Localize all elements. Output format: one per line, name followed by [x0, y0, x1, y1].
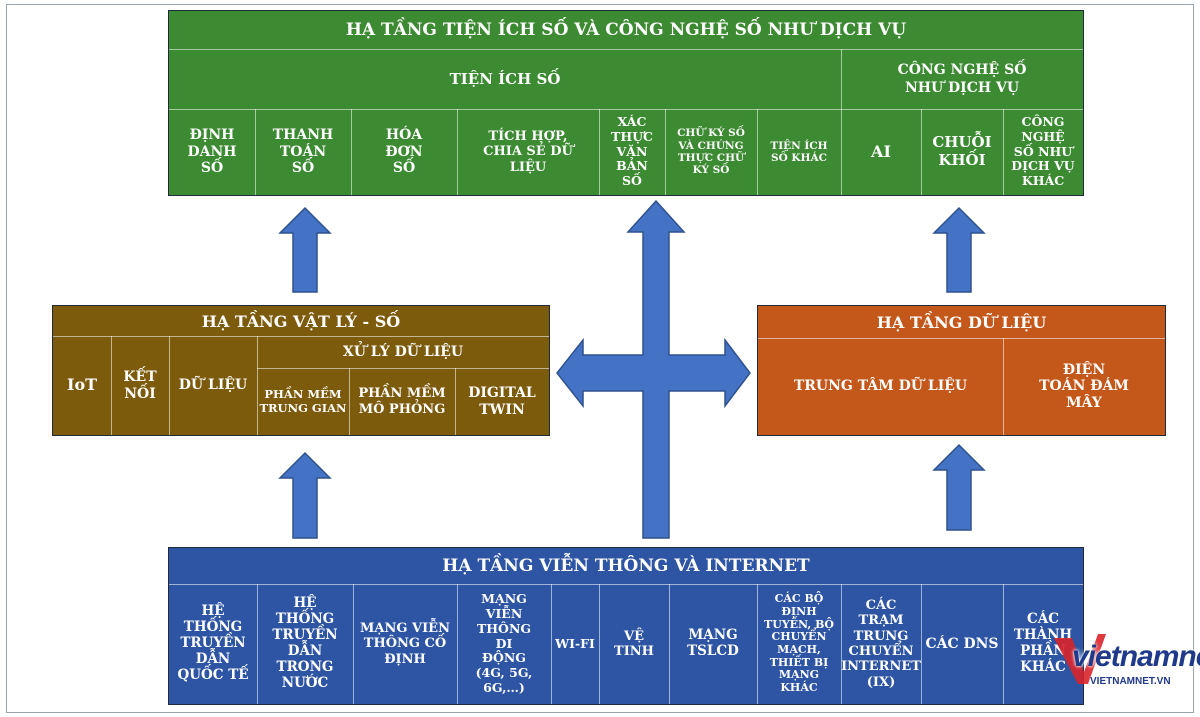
- arrow-up-physical-to-top: [278, 206, 332, 293]
- data-infrastructure-box: HẠ TẦNG DỮ LIỆU TRUNG TÂM DỮ LIỆU ĐIỆN T…: [757, 305, 1166, 436]
- top-item-ai: AI: [871, 141, 891, 161]
- physical-item-data: DỮ LIỆU: [178, 377, 248, 394]
- telecom-item-dns: CÁC DNS: [925, 635, 999, 652]
- arrow-up-telecom-to-data: [932, 443, 986, 531]
- physical-digital-box: HẠ TẦNG VẬT LÝ - SỐ IoT KẾT NỐI DỮ LIỆU …: [52, 305, 550, 436]
- top-item-digital-signature: CHỮ KÝ SỐ VÀ CHỨNG THỰC CHỮ KÝ SỐ: [677, 127, 745, 177]
- data-item-data-center: TRUNG TÂM DỮ LIỆU: [793, 378, 968, 395]
- top-item-digital-identity: ĐỊNH DANH SỐ: [187, 127, 237, 177]
- image-frame: [6, 4, 1194, 713]
- digital-utilities-group-label: TIỆN ÍCH SỐ: [449, 70, 561, 88]
- digital-tech-service-group-label: CÔNG NGHỆ SỐ NHƯ DỊCH VỤ: [897, 61, 1027, 96]
- telecom-item-tslcd: MẠNG TSLCD: [687, 627, 739, 659]
- top-item-blockchain: CHUỖI KHỐI: [932, 133, 992, 169]
- telecom-item-mobile-network: MẠNG VIỄN THÔNG DI ĐỘNG (4G, 5G, 6G,…): [475, 591, 533, 695]
- telecom-item-satellite: VỆ TINH: [614, 628, 654, 659]
- physical-item-iot: IoT: [66, 375, 98, 395]
- telecom-item-routers-switches: CÁC BỘ ĐỊNH TUYẾN, BỘ CHUYỂN MẠCH, THIẾT…: [764, 592, 834, 694]
- processing-item-middleware: PHẦN MỀM TRUNG GIAN: [259, 386, 347, 415]
- telecom-item-fixed-network: MẠNG VIỄN THÔNG CỐ ĐỊNH: [360, 621, 450, 667]
- top-item-digital-payment: THANH TOÁN SỐ: [272, 127, 334, 177]
- digital-utilities-title: HẠ TẦNG TIỆN ÍCH SỐ VÀ CÔNG NGHỆ SỐ NHƯ …: [345, 20, 907, 40]
- telecom-item-domestic: HỆ THỐNG TRUYỀN DẪN TRONG NƯỚC: [272, 595, 338, 691]
- processing-item-simulation: PHẦN MỀM MÔ PHỎNG: [358, 386, 446, 417]
- telecom-internet-box: HẠ TẦNG VIỄN THÔNG VÀ INTERNET HỆ THỐNG …: [168, 547, 1084, 705]
- telecom-item-international: HỆ THỐNG TRUYỀN DẪN QUỐC TẾ: [177, 603, 249, 683]
- processing-item-digital-twin: DIGITAL TWIN: [468, 384, 536, 418]
- data-item-cloud-computing: ĐIỆN TOÁN ĐÁM MÂY: [1039, 361, 1129, 411]
- data-processing-title: XỬ LÝ DỮ LIỆU: [342, 344, 464, 360]
- vietnamnet-url-text: VIETNAMNET.VN: [1090, 676, 1171, 687]
- telecom-item-ix: CÁC TRẠM TRUNG CHUYỂN INTERNET (IX): [841, 598, 921, 690]
- top-item-document-authentication: XÁC THỰC VĂN BẢN SỐ: [611, 114, 653, 189]
- arrow-up-data-to-top: [932, 206, 986, 293]
- top-item-digital-invoice: HÓA ĐƠN SỐ: [385, 127, 423, 177]
- top-item-data-integration: TÍCH HỢP, CHIA SẺ DỮ LIỆU: [483, 129, 573, 175]
- top-item-other-utilities: TIỆN ÍCH SỐ KHÁC: [770, 139, 828, 164]
- physical-digital-title: HẠ TẦNG VẬT LÝ - SỐ: [201, 311, 401, 331]
- telecom-internet-title: HẠ TẦNG VIỄN THÔNG VÀ INTERNET: [442, 556, 810, 576]
- top-item-other-tech-services: CÔNG NGHỆ SỐ NHƯ DỊCH VỤ KHÁC: [1011, 114, 1075, 189]
- vietnamnet-brand-text: vietnamnet: [1072, 640, 1200, 673]
- data-infrastructure-title: HẠ TẦNG DỮ LIỆU: [876, 312, 1047, 332]
- telecom-item-wifi: WI-FI: [555, 635, 595, 651]
- arrow-central-cross: [556, 199, 751, 539]
- vietnamnet-mark-icon: [1054, 634, 1106, 684]
- physical-item-connection: KẾT NỐI: [123, 368, 157, 402]
- vietnamnet-logo: vietnamnet VIETNAMNET.VN: [1050, 632, 1200, 692]
- digital-utilities-box: HẠ TẦNG TIỆN ÍCH SỐ VÀ CÔNG NGHỆ SỐ NHƯ …: [168, 10, 1084, 196]
- arrow-up-telecom-to-physical: [278, 451, 332, 539]
